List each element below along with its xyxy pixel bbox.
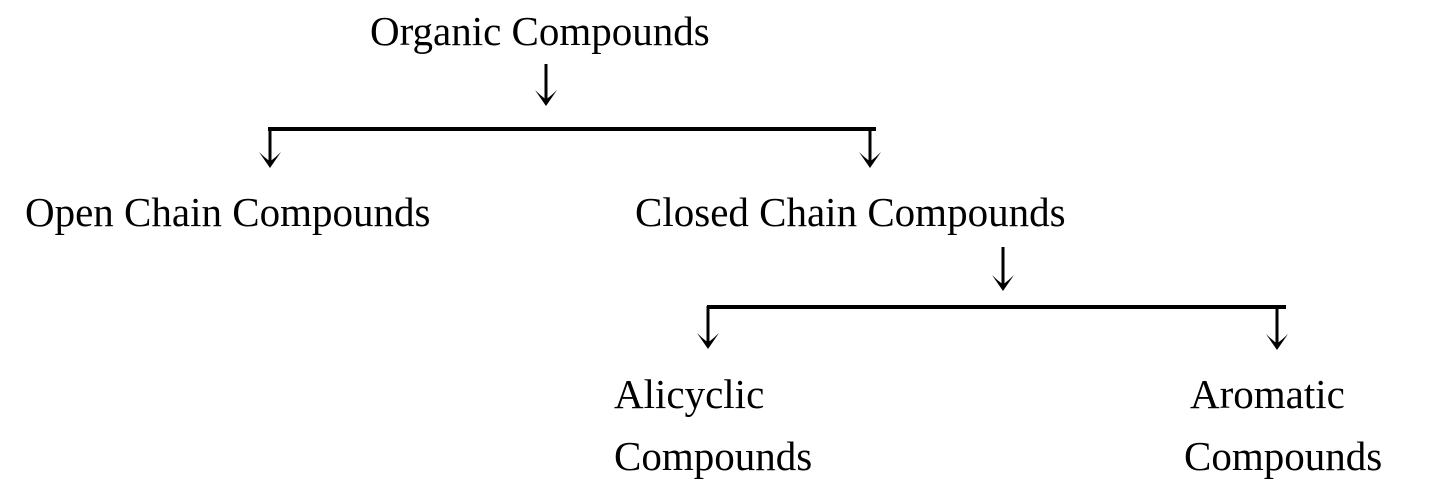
node-alicyclic-line1: Alicyclic [614, 371, 765, 417]
node-closed-chain-compounds: Closed Chain Compounds [635, 189, 1066, 235]
down-arrow-icon [535, 64, 557, 106]
branch-level2 [697, 305, 1288, 350]
node-organic-compounds: Organic Compounds [370, 8, 710, 54]
down-arrow-icon [259, 128, 281, 168]
node-aromatic-line2: Compounds [1184, 433, 1383, 479]
down-arrow-icon [992, 247, 1014, 291]
down-arrow-icon [1266, 306, 1288, 350]
down-arrow-icon [697, 306, 719, 349]
node-alicyclic-compounds: Alicyclic Compounds [614, 363, 812, 487]
node-open-chain-compounds: Open Chain Compounds [25, 189, 431, 235]
node-alicyclic-line2: Compounds [614, 433, 813, 479]
node-aromatic-line1: Aromatic [1190, 371, 1345, 417]
node-aromatic-compounds: Aromatic Compounds [1184, 363, 1382, 487]
down-arrow-icon [859, 128, 881, 168]
branch-level1 [259, 127, 881, 168]
